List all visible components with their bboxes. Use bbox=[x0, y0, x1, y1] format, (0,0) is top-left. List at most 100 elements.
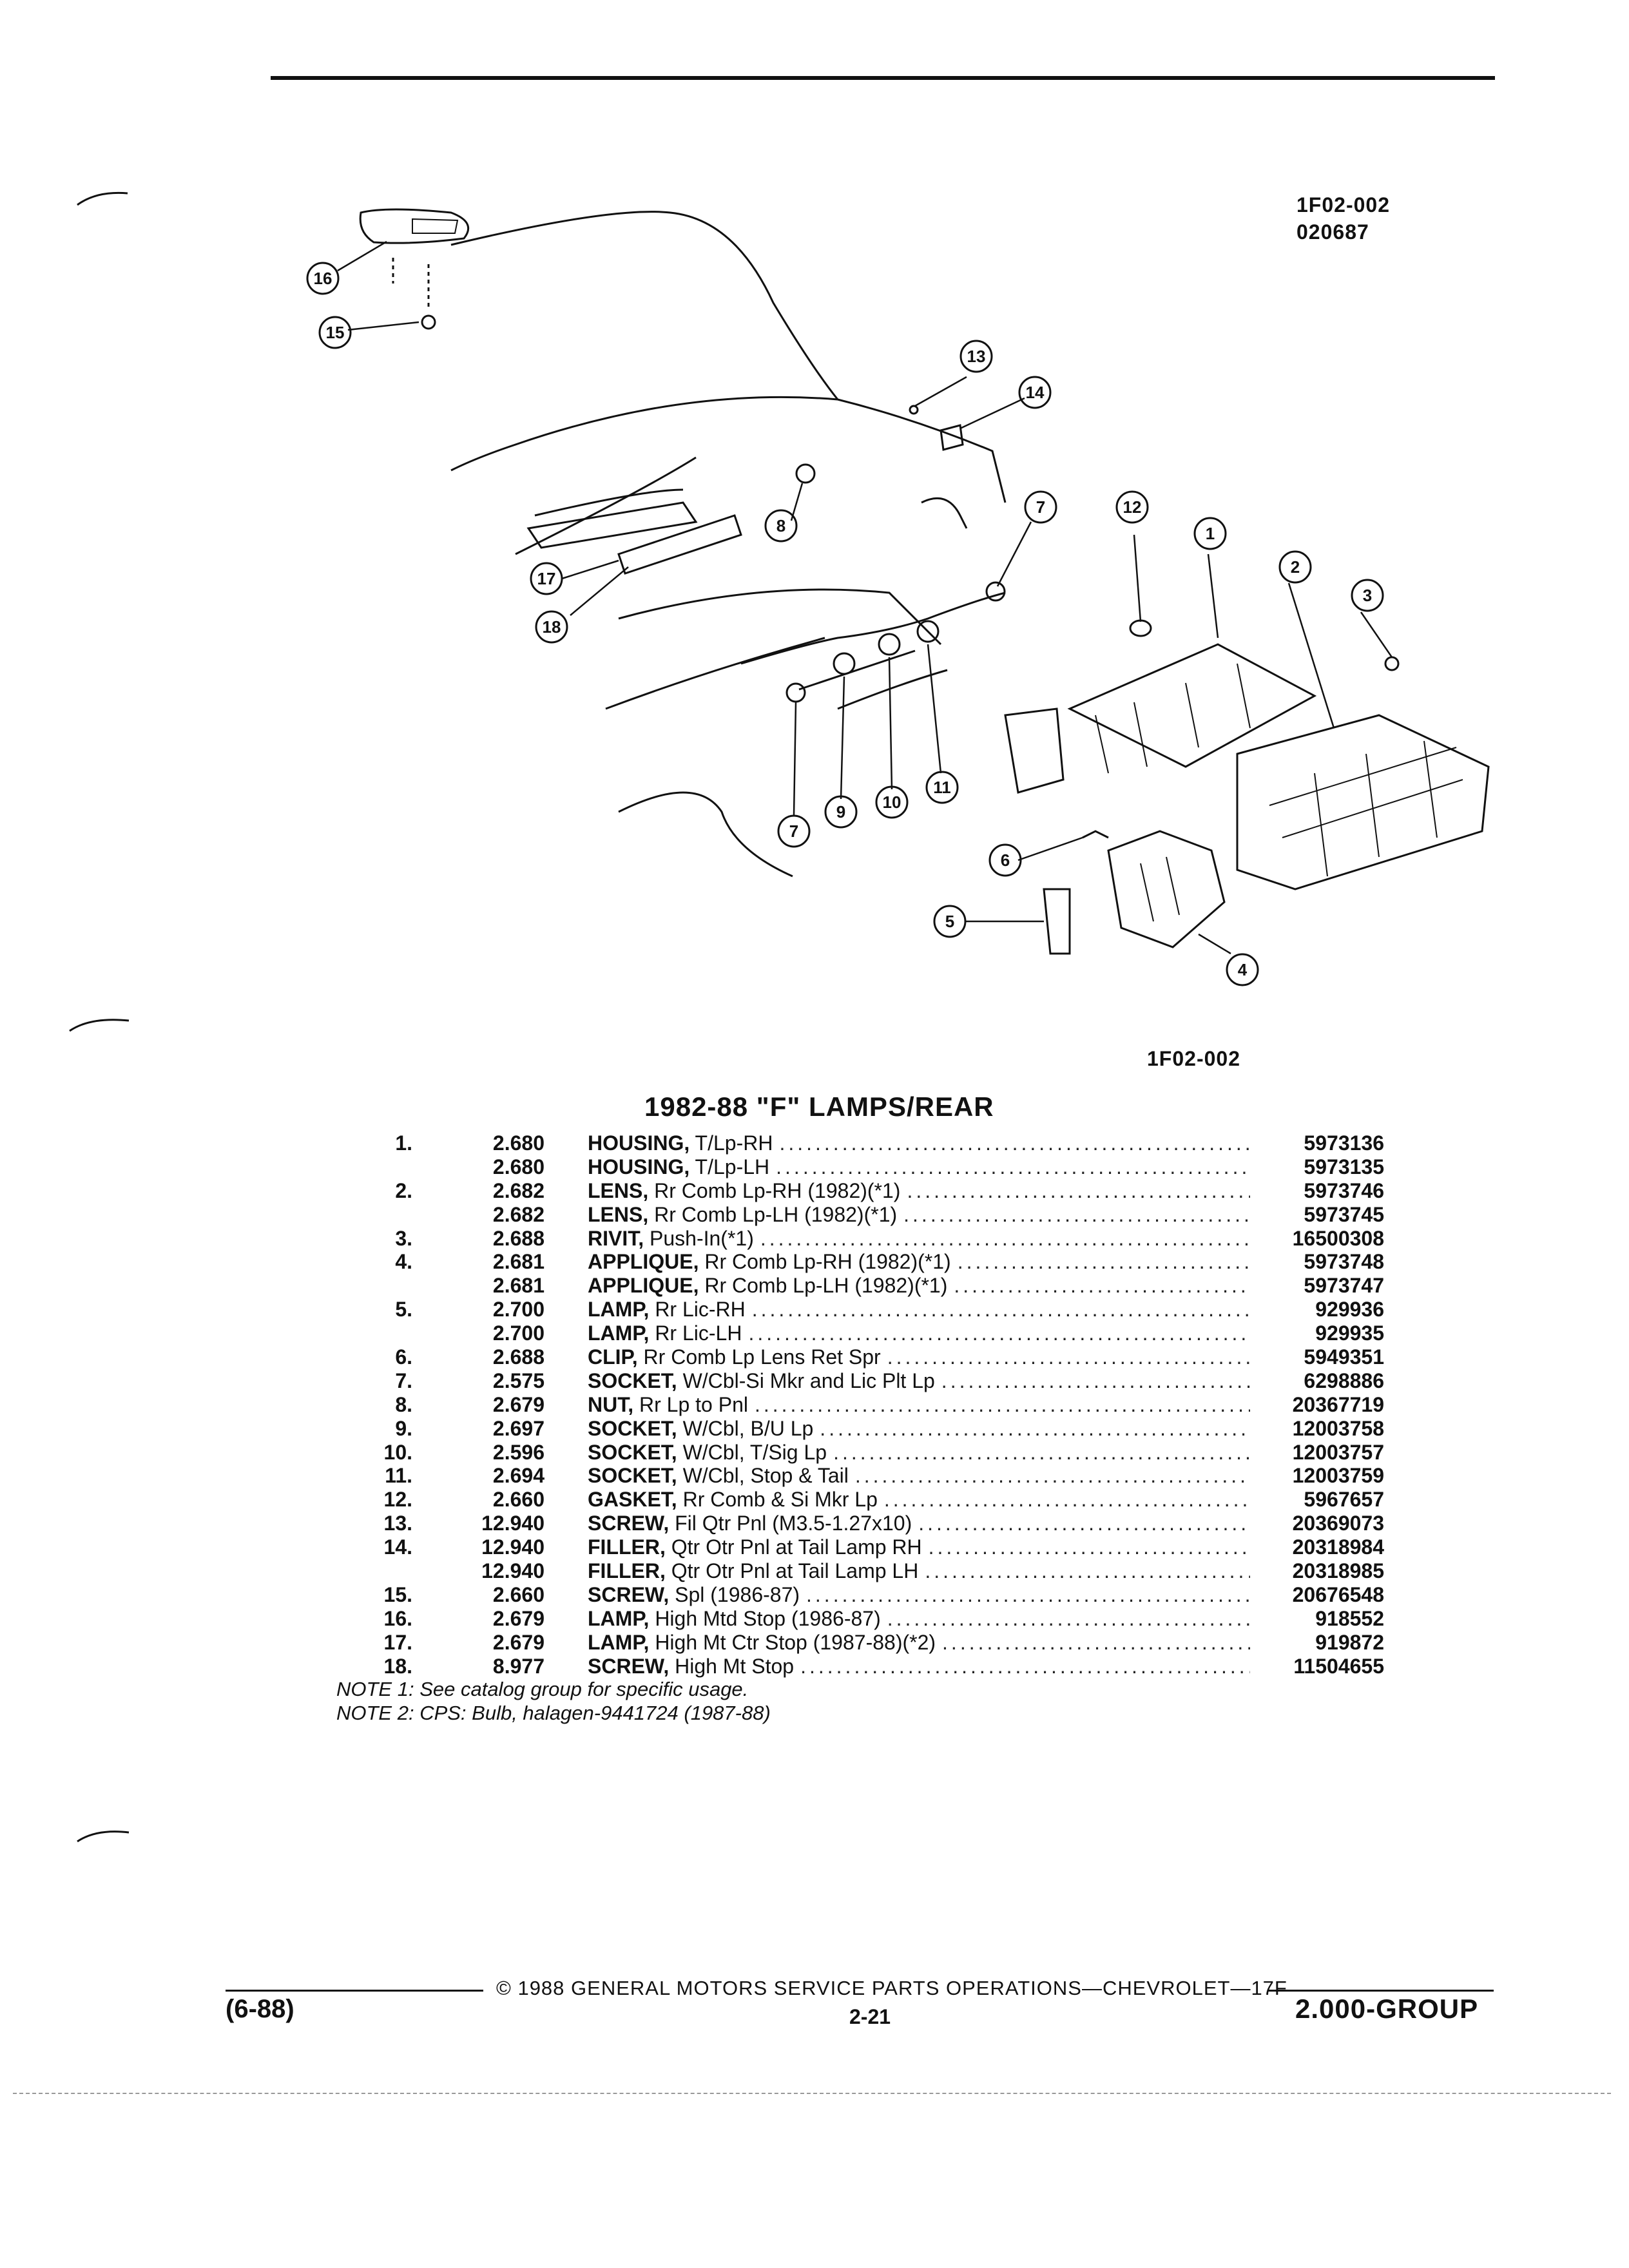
part-detail: High Mtd Stop (1986-87) bbox=[649, 1606, 881, 1630]
item-number: 18. bbox=[383, 1654, 412, 1678]
part-detail: Rr Lic-LH bbox=[649, 1321, 742, 1345]
part-number: 5973745 bbox=[1250, 1202, 1384, 1227]
callout-3-label: 3 bbox=[1363, 586, 1372, 605]
item-number: 6. bbox=[395, 1345, 412, 1369]
part-number: 6298886 bbox=[1250, 1369, 1384, 1393]
callouts bbox=[306, 262, 1384, 986]
notes: NOTE 1: See catalog group for specific u… bbox=[336, 1677, 771, 1725]
group-number: 12.940 bbox=[481, 1559, 545, 1583]
part-detail: W/Cbl, Stop & Tail bbox=[677, 1464, 849, 1488]
part-detail: Rr Comb Lp-LH (1982)(*1) bbox=[699, 1274, 948, 1298]
part-name: SCREW, bbox=[588, 1582, 670, 1606]
lens-segments bbox=[1269, 740, 1463, 877]
part-detail: Rr Comb Lp-RH (1982)(*1) bbox=[699, 1250, 951, 1274]
part-detail: Spl (1986-87) bbox=[669, 1582, 800, 1606]
part-name: SCREW, bbox=[588, 1512, 670, 1535]
part-detail: W/Cbl, T/Sig Lp bbox=[677, 1440, 827, 1464]
item-number: 13. bbox=[383, 1512, 412, 1535]
callout-7b bbox=[777, 814, 811, 848]
part-name: APPLIQUE, bbox=[588, 1274, 699, 1298]
group-number: 2.660 bbox=[492, 1582, 545, 1606]
part-detail: Fil Qtr Pnl (M3.5-1.27x10) bbox=[669, 1512, 912, 1535]
part-detail: Qtr Otr Pnl at Tail Lamp RH bbox=[665, 1535, 922, 1559]
callout-7 bbox=[1024, 490, 1057, 524]
item-number: 10. bbox=[383, 1440, 412, 1464]
part-description: SOCKET, W/Cbl-Si Mkr and Lic Plt Lp.....… bbox=[588, 1369, 1367, 1393]
socket-7-upper bbox=[985, 581, 1006, 602]
bumper-curve bbox=[618, 791, 793, 878]
item-number: 7. bbox=[395, 1369, 412, 1392]
part-name: RIVIT, bbox=[588, 1226, 644, 1250]
callout-17-label: 17 bbox=[537, 569, 556, 588]
part-name: SOCKET, bbox=[588, 1416, 677, 1440]
part-number: 5949351 bbox=[1250, 1345, 1384, 1369]
part-name: LAMP, bbox=[588, 1606, 650, 1630]
section-title: 1982-88 "F" LAMPS/REAR bbox=[644, 1091, 994, 1122]
group-number: 2.700 bbox=[492, 1321, 545, 1345]
part-name: HOUSING, bbox=[588, 1155, 690, 1178]
footer-revision: (6-88) bbox=[226, 1995, 294, 2023]
fastener-centerline bbox=[392, 258, 430, 309]
footer-page-number: 2-21 bbox=[849, 2005, 891, 2028]
screw-13 bbox=[909, 405, 919, 415]
wiring-harness bbox=[740, 591, 1006, 710]
part-name: LENS, bbox=[588, 1202, 649, 1226]
deck-line bbox=[515, 456, 697, 555]
callout-10-label: 10 bbox=[883, 793, 901, 812]
part-name: APPLIQUE, bbox=[588, 1250, 699, 1274]
socket-7-lower bbox=[786, 682, 806, 703]
margin-mark-lower bbox=[77, 1831, 130, 1843]
part-name: NUT, bbox=[588, 1392, 634, 1416]
footer-group: 2.000-GROUP bbox=[1295, 1994, 1479, 2024]
part-name: GASKET, bbox=[588, 1488, 677, 1512]
top-rule bbox=[271, 76, 1495, 80]
item-number: 12. bbox=[383, 1488, 412, 1512]
callout-14-label: 14 bbox=[1026, 383, 1045, 402]
part-detail: Rr Comb Lp-RH (1982)(*1) bbox=[648, 1178, 901, 1202]
callout-8-label: 8 bbox=[776, 516, 786, 535]
callout-7-label: 7 bbox=[1036, 497, 1045, 517]
footer-rule-right bbox=[1268, 1990, 1494, 1992]
filler-14 bbox=[940, 424, 964, 451]
item-number: 16. bbox=[383, 1606, 412, 1630]
callout-12 bbox=[1115, 490, 1149, 524]
item-number: 4. bbox=[395, 1250, 412, 1274]
note-1: NOTE 1: See catalog group for specific u… bbox=[336, 1678, 749, 1700]
group-number: 2.697 bbox=[492, 1416, 545, 1440]
socket-9 bbox=[833, 652, 856, 675]
part-detail: T/Lp-LH bbox=[689, 1155, 770, 1178]
leader-lines bbox=[337, 240, 1393, 955]
callout-9-label: 9 bbox=[836, 802, 845, 822]
part-number: 20676548 bbox=[1250, 1582, 1384, 1607]
part-detail: Rr Comb Lp Lens Ret Spr bbox=[637, 1345, 881, 1369]
part-number: 918552 bbox=[1250, 1606, 1384, 1631]
part-name: FILLER, bbox=[588, 1559, 666, 1583]
group-number: 2.679 bbox=[492, 1606, 545, 1630]
callout-1 bbox=[1193, 517, 1227, 550]
rear-panel-lower bbox=[605, 637, 825, 710]
part-detail: High Mt Stop bbox=[669, 1654, 795, 1678]
group-number: 2.660 bbox=[492, 1488, 545, 1512]
item-number: 3. bbox=[395, 1226, 412, 1250]
group-number: 2.688 bbox=[492, 1226, 545, 1250]
part-name: LAMP, bbox=[588, 1630, 650, 1654]
item-number: 9. bbox=[395, 1416, 412, 1440]
part-number: 12003758 bbox=[1250, 1416, 1384, 1441]
callout-7b-label: 7 bbox=[789, 822, 798, 841]
callout-11-label: 11 bbox=[933, 778, 951, 797]
part-number: 5967657 bbox=[1250, 1488, 1384, 1512]
group-number: 2.680 bbox=[492, 1155, 545, 1178]
part-number: 20367719 bbox=[1250, 1392, 1384, 1417]
